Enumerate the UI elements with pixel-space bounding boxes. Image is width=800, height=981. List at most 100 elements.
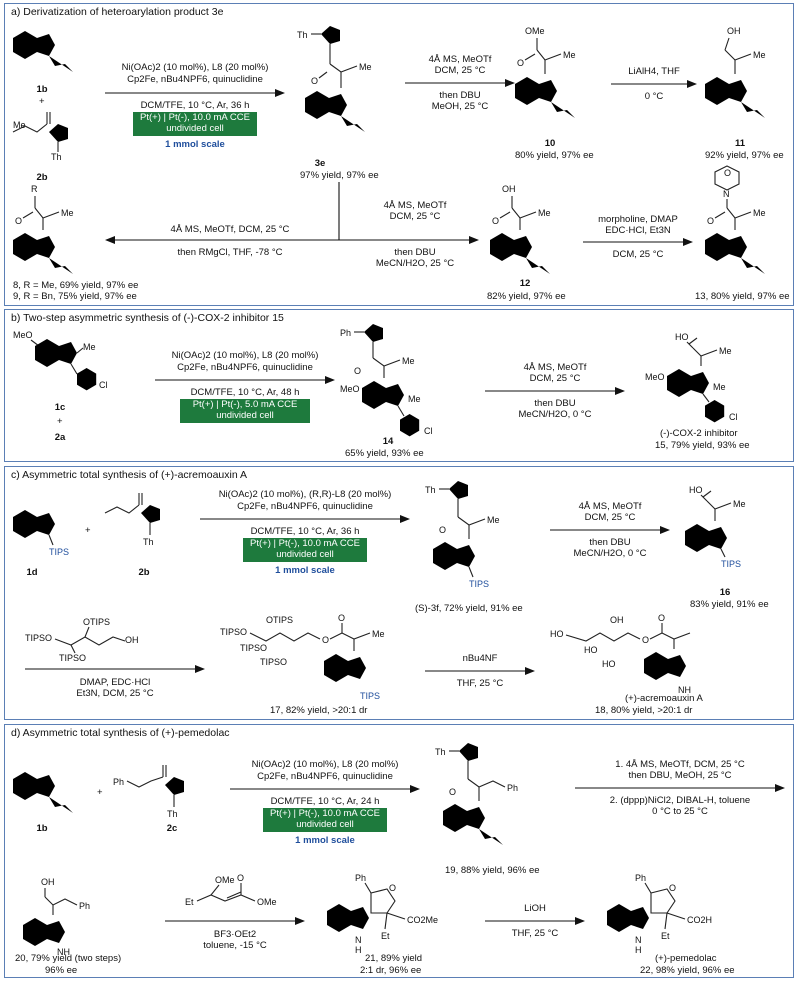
a-branch-line <box>338 182 340 240</box>
svg-text:CO2Me: CO2Me <box>407 915 438 925</box>
a-r1-arrow <box>105 89 285 97</box>
label-12: 12 <box>519 278 531 289</box>
a-r6-cond3: DCM, 25 °C <box>612 249 664 260</box>
d-r2-cond4: 0 °C to 25 °C <box>652 806 708 817</box>
a-r5-arrow <box>339 236 479 244</box>
svg-text:Th: Th <box>435 747 446 757</box>
a-r4-cond2: then RMgCl, THF, -78 °C <box>177 247 283 258</box>
svg-text:Ph: Ph <box>79 901 90 911</box>
svg-text:O: O <box>311 76 318 86</box>
structure-19: Th O Ph <box>435 743 518 847</box>
d-r2-cond2: then DBU, MeOH, 25 °C <box>628 770 732 781</box>
label-1c: 1c <box>54 402 66 413</box>
svg-text:O: O <box>724 168 731 178</box>
svg-text:Me: Me <box>61 208 74 218</box>
d-r1-cond3: DCM/TFE, 10 °C, Ar, 24 h <box>270 796 380 807</box>
svg-text:TIPSO: TIPSO <box>240 643 267 653</box>
c-r1-arrow <box>200 515 410 523</box>
svg-text:Et: Et <box>661 931 670 941</box>
name-15: (-)-COX-2 inhibitor <box>660 428 738 439</box>
a-r1-cond3: DCM/TFE, 10 °C, Ar, 36 h <box>140 100 250 111</box>
svg-text:TIPSO: TIPSO <box>220 627 247 637</box>
c-r3-arrow <box>25 665 205 673</box>
d-r1-arrow <box>230 785 420 793</box>
a-r5-cond2: DCM, 25 °C <box>389 211 441 222</box>
svg-text:Th: Th <box>143 537 154 547</box>
c-r2-cond1: 4Å MS, MeOTf <box>578 501 642 512</box>
svg-text:O: O <box>707 216 714 226</box>
c-r4-arrow <box>425 667 535 675</box>
svg-text:Me: Me <box>719 346 732 356</box>
svg-text:Me: Me <box>733 499 746 509</box>
svg-text:Me: Me <box>359 62 372 72</box>
svg-text:Ph: Ph <box>340 328 351 338</box>
a-r1-scale: 1 mmol scale <box>165 139 225 150</box>
yield-3e: 97% yield, 97% ee <box>300 170 379 181</box>
svg-text:Cl: Cl <box>99 380 108 390</box>
svg-text:OTIPS: OTIPS <box>83 617 110 627</box>
yield-11: 92% yield, 97% ee <box>705 150 784 161</box>
structure-2b: Me Th <box>12 112 68 162</box>
svg-text:O: O <box>237 873 244 883</box>
plus-a: + <box>39 96 45 107</box>
svg-text:Me: Me <box>372 629 385 639</box>
svg-text:Ph: Ph <box>635 873 646 883</box>
svg-text:Me: Me <box>83 342 96 352</box>
svg-text:O: O <box>642 635 649 645</box>
svg-text:HO: HO <box>675 332 689 342</box>
c-r1-cond3: DCM/TFE, 10 °C, Ar, 36 h <box>250 526 360 537</box>
label-2c: 2c <box>166 823 178 834</box>
svg-text:O: O <box>322 635 329 645</box>
svg-text:Cl: Cl <box>729 412 738 422</box>
a-r5-cond1: 4Å MS, MeOTf <box>383 200 447 211</box>
svg-text:OMe: OMe <box>215 875 235 885</box>
svg-text:TIPSO: TIPSO <box>59 653 86 663</box>
svg-text:Th: Th <box>167 809 178 819</box>
c-r1-cell-box: Pt(+) | Pt(-), 10.0 mA CCE undivided cel… <box>243 538 367 562</box>
svg-text:O: O <box>354 366 361 376</box>
svg-text:Me: Me <box>487 515 500 525</box>
svg-text:OTIPS: OTIPS <box>266 615 293 625</box>
c-r1-cond1: Ni(OAc)2 (10 mol%), (R,R)-L8 (20 mol%) <box>218 489 392 500</box>
a-r1-cond1: Ni(OAc)2 (10 mol%), L8 (20 mol%) <box>121 62 269 73</box>
yield-13: 13, 80% yield, 97% ee <box>695 291 790 302</box>
yield-12: 82% yield, 97% ee <box>487 291 566 302</box>
svg-text:MeO: MeO <box>340 384 360 394</box>
structure-polyol: OTIPS TIPSO TIPSO OH <box>25 617 139 663</box>
svg-text:N: N <box>635 935 642 945</box>
b-r2-cond3: then DBU <box>534 398 576 409</box>
structure-8-9: R O Me <box>13 184 74 276</box>
svg-text:HO: HO <box>550 629 564 639</box>
structure-1c: MeO Me Cl <box>13 330 108 391</box>
a-r2-cond3: then DBU <box>439 90 481 101</box>
svg-text:MeO: MeO <box>13 330 33 340</box>
d-r3-cond2: toluene, -15 °C <box>203 940 267 951</box>
label-2a: 2a <box>54 432 66 443</box>
structure-13: O N O Me <box>705 165 766 276</box>
svg-text:HO: HO <box>584 645 598 655</box>
svg-text:Me: Me <box>13 120 26 130</box>
a-r2-cond1: 4Å MS, MeOTf <box>428 54 492 65</box>
svg-text:Th: Th <box>51 152 62 162</box>
svg-text:Et: Et <box>381 931 390 941</box>
d-r4-cond2: THF, 25 °C <box>511 928 559 939</box>
yield-14: 65% yield, 93% ee <box>345 448 424 459</box>
b-r1-cond1: Ni(OAc)2 (10 mol%), L8 (20 mol%) <box>171 350 319 361</box>
svg-text:Ph: Ph <box>355 873 366 883</box>
c-r4-cond1: nBu4NF <box>462 653 498 664</box>
yield-10: 80% yield, 97% ee <box>515 150 594 161</box>
panel-a-title: a) Derivatization of heteroarylation pro… <box>11 6 224 18</box>
label-1d: 1d <box>26 567 38 578</box>
svg-text:Me: Me <box>713 382 726 392</box>
d-r4-cond1: LiOH <box>524 903 546 914</box>
c-r3-cond2: Et3N, DCM, 25 °C <box>76 688 154 699</box>
svg-text:OH: OH <box>41 877 55 887</box>
c-r1-cond2: Cp2Fe, nBu4NPF6, quinuclidine <box>237 501 373 512</box>
svg-text:O: O <box>658 613 665 623</box>
structure-3e: Th O Me <box>297 26 372 134</box>
label-3e: 3e <box>314 158 326 169</box>
structure-2c: Ph Th <box>113 765 184 819</box>
svg-text:R: R <box>31 184 38 194</box>
svg-text:Me: Me <box>753 208 766 218</box>
svg-text:O: O <box>389 883 396 893</box>
